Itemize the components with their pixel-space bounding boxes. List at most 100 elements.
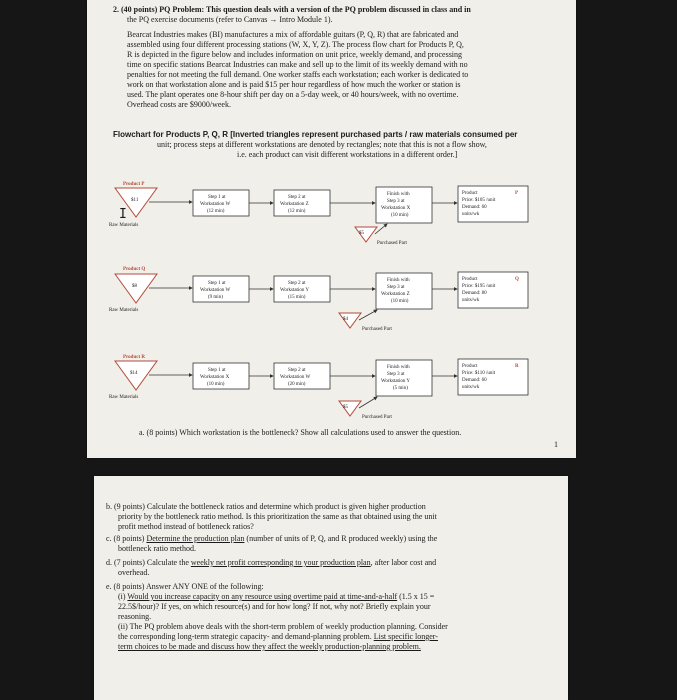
flow-product-r: Product R $14 Raw Materials Step 1 at Wo… — [109, 355, 529, 420]
step-label: Step 3 at — [387, 199, 405, 204]
paragraph-line: time on specific stations Bearcat Indust… — [127, 60, 468, 69]
purchased-part-triangle — [338, 312, 362, 329]
question-c-line: bottleneck ratio method. — [118, 544, 196, 553]
page-number: 1 — [554, 440, 558, 449]
step-label: Step 2 at — [288, 281, 306, 286]
purchased-part-label: Purchased Part — [362, 415, 392, 420]
question-e-ii-underlined: term choices to be made and discuss how … — [118, 642, 421, 651]
question-b-line: profit method instead of bottleneck rati… — [118, 522, 254, 531]
output-label: Demand: 80 — [462, 291, 487, 296]
question-e-line: (ii) The PQ problem above deals with the… — [118, 622, 448, 631]
product-output-box — [457, 271, 529, 309]
step-label: (10 min) — [391, 299, 409, 304]
flowchart-title: Flowchart for Products P, Q, R [Inverted… — [113, 130, 518, 139]
document-page-1: 2. (40 points) PQ Problem: This question… — [87, 0, 576, 458]
step-label: (12 min) — [207, 209, 225, 214]
product-name: Product R — [123, 355, 145, 360]
question-e-line: e. (8 points) Answer ANY ONE of the foll… — [106, 582, 264, 591]
question-c-rest: (number of units of P, Q, and R produced… — [244, 534, 438, 543]
part-cost: $4 — [343, 317, 349, 322]
purchased-part-label: Purchased Part — [362, 327, 392, 332]
step-label: Step 1 at — [208, 195, 226, 200]
step-label: Finish with — [387, 278, 410, 283]
purchased-part-triangle — [338, 400, 362, 417]
output-letter: Q — [515, 277, 519, 282]
step-label: Workstation Z — [381, 292, 410, 297]
step-label: (10 min) — [391, 213, 409, 218]
question-e-i-underlined: Would you increase capacity on any resou… — [127, 592, 398, 601]
question-d-prefix: d. (7 points) Calculate the — [106, 558, 191, 567]
step-label: Step 3 at — [387, 372, 405, 377]
step-label: Workstation W — [200, 288, 230, 293]
paragraph-line: penalties for not meeting the full deman… — [127, 70, 469, 79]
step-label: Step 1 at — [208, 368, 226, 373]
step-label: (20 min) — [288, 382, 306, 387]
output-label: units/wk — [462, 298, 480, 303]
raw-materials-label: Raw Materials — [109, 395, 138, 400]
output-label: units/wk — [462, 212, 480, 217]
flowchart-note: i.e. each product can visit different wo… — [237, 150, 458, 159]
paragraph-line: R is depicted in the figure below and in… — [127, 50, 463, 59]
step-label: Finish with — [387, 192, 410, 197]
raw-cost: $14 — [130, 371, 138, 376]
question-e-ii-underlined: List specific longer- — [373, 632, 438, 641]
raw-materials-label: Raw Materials — [109, 308, 138, 313]
question-e-line: 22.5$/hour)? If yes, on which resource(s… — [118, 602, 431, 611]
product-name: Product Q — [123, 267, 145, 272]
question-e-i-prefix: (i) — [118, 592, 128, 601]
flowchart-note: unit; process steps at different worksta… — [157, 140, 487, 149]
paragraph-line: used. The plant operates one 8-hour shif… — [127, 90, 459, 99]
product-output-box — [457, 185, 529, 223]
output-label: Price: $105 /unit — [462, 198, 496, 203]
step-label: Workstation Y — [280, 288, 309, 293]
question-a: a. (8 points) Which workstation is the b… — [139, 428, 462, 437]
step-label: Step 1 at — [208, 281, 226, 286]
step-label: (9 min) — [208, 295, 223, 300]
step-label: Workstation X — [381, 206, 411, 211]
question-e-i-rest: (1.5 x 15 = — [397, 592, 435, 601]
step-label: Step 2 at — [288, 368, 306, 373]
step-label: Workstation Z — [280, 202, 309, 207]
flow-product-p: Product P $11 Raw Materials Step 1 at Wo… — [109, 182, 529, 246]
purchased-part-label: Purchased Part — [377, 241, 407, 246]
output-label: Demand: 60 — [462, 378, 487, 383]
flow-product-q: Product Q $8 Raw Materials Step 1 at Wor… — [109, 267, 529, 332]
question-d-underlined: weekly net profit corresponding to your … — [190, 558, 371, 567]
output-letter: R — [515, 364, 519, 369]
purchased-part-triangle — [354, 226, 378, 243]
raw-material-triangle — [114, 187, 158, 218]
step-2-box — [273, 362, 331, 390]
output-label: Product — [462, 191, 478, 196]
paragraph-line: Overhead costs are $9000/week. — [127, 100, 231, 109]
question-b-line: priority by the bottleneck ratio method.… — [118, 512, 437, 521]
step-label: (5 min) — [393, 386, 408, 391]
paragraph-line: assembled using four different processin… — [127, 40, 464, 49]
output-label: Price: $110 /unit — [462, 371, 496, 376]
output-letter: P — [515, 191, 518, 196]
question-2-reference: the PQ exercise documents (refer to Canv… — [127, 15, 333, 24]
step-label: Workstation W — [280, 375, 310, 380]
output-label: Product — [462, 364, 478, 369]
question-e-ii-prefix: the corresponding long-term strategic ca… — [118, 632, 374, 641]
output-label: units/wk — [462, 385, 480, 390]
step-label: Workstation Y — [381, 379, 410, 384]
output-label: Price: $195 /unit — [462, 284, 496, 289]
document-page-2: b. (9 points) Calculate the bottleneck r… — [94, 476, 568, 700]
question-e-line: reasoning. — [118, 612, 152, 621]
step-label: Step 2 at — [288, 195, 306, 200]
question-b-line: b. (9 points) Calculate the bottleneck r… — [106, 502, 426, 511]
step-label: Workstation W — [200, 202, 230, 207]
step-2-box — [273, 275, 331, 303]
product-output-box — [457, 358, 529, 396]
question-2-heading: 2. (40 points) PQ Problem: This question… — [113, 5, 471, 14]
output-label: Demand: 60 — [462, 205, 487, 210]
question-d-line: overhead. — [118, 568, 150, 577]
product-name: Product P — [123, 182, 144, 187]
paragraph-line: work on that workstation alone and is pa… — [127, 80, 461, 89]
flowchart-diagram: Product P $11 Raw Materials Step 1 at Wo… — [109, 182, 529, 420]
step-label: Finish with — [387, 365, 410, 370]
text-cursor-icon: I — [119, 207, 127, 222]
raw-materials-label: Raw Materials — [109, 223, 138, 228]
step-label: Step 3 at — [387, 285, 405, 290]
part-cost: $5 — [359, 231, 365, 236]
